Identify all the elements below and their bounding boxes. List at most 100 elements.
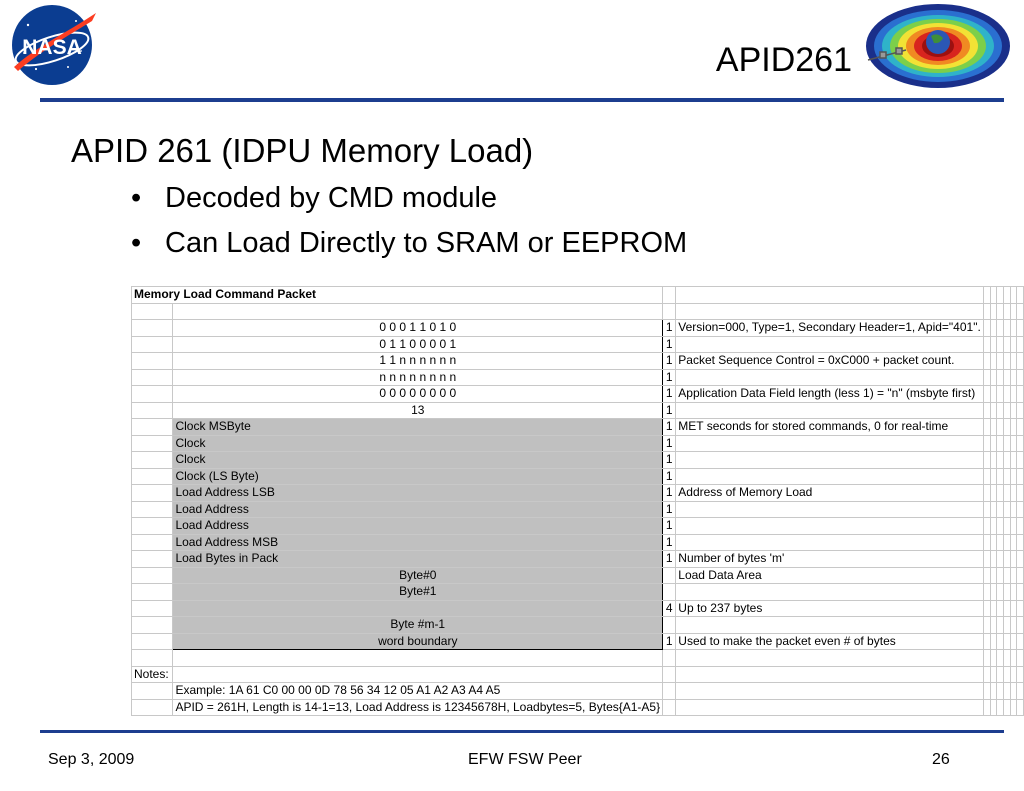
byte-count-cell: 1	[662, 401, 677, 419]
footer-divider	[40, 730, 1004, 733]
byte-count-cell: 1	[662, 434, 677, 452]
description-cell	[675, 401, 984, 419]
description-cell	[675, 335, 984, 353]
field-cell: Load Address	[172, 517, 664, 535]
slide-heading: APID 261 (IDPU Memory Load)	[71, 132, 534, 169]
bullet-text: Can Load Directly to SRAM or EEPROM	[165, 227, 688, 259]
byte-count-cell: 1	[662, 451, 677, 469]
description-cell: Used to make the packet even # of bytes	[675, 632, 984, 650]
field-cell: Clock	[172, 451, 664, 469]
field-cell	[172, 599, 664, 617]
description-cell	[675, 451, 984, 469]
field-cell: Load Address	[172, 500, 664, 518]
byte-count-cell: 1	[662, 467, 677, 485]
field-cell: 1 1 n n n n n n	[172, 352, 664, 370]
page-number: 26	[932, 751, 950, 768]
footer-date: Sep 3, 2009	[48, 751, 135, 768]
description-cell	[675, 368, 984, 386]
byte-count-cell	[662, 616, 677, 634]
field-cell: 13	[172, 401, 664, 419]
description-cell: Application Data Field length (less 1) =…	[675, 385, 984, 403]
notes-row: Notes:	[130, 665, 1024, 683]
table-title-row: Memory Load Command Packet	[130, 286, 1024, 304]
table-row: Clock (LS Byte)1	[130, 467, 1024, 485]
description-cell: Load Data Area	[675, 566, 984, 584]
field-cell: Load Address LSB	[172, 484, 664, 502]
bullet-text: Decoded by CMD module	[165, 182, 498, 214]
byte-count-cell: 1	[662, 368, 677, 386]
note-text: APID = 261H, Length is 14-1=13, Load Add…	[172, 698, 664, 716]
note-row: Example: 1A 61 C0 00 00 0D 78 56 34 12 0…	[130, 682, 1024, 700]
table-spacer-row	[130, 302, 1024, 320]
byte-count-cell: 1	[662, 484, 677, 502]
field-cell: Clock (LS Byte)	[172, 467, 664, 485]
description-cell	[675, 616, 984, 634]
title-divider	[40, 98, 1004, 102]
byte-count-cell: 1	[662, 632, 677, 650]
field-cell: Byte#1	[172, 583, 664, 601]
table-row: Byte #m-1	[130, 616, 1024, 634]
byte-count-cell	[662, 583, 677, 601]
notes-label: Notes:	[130, 665, 174, 683]
byte-count-cell: 1	[662, 319, 677, 337]
field-cell: Load Bytes in Pack	[172, 550, 664, 568]
description-cell: Number of bytes 'm'	[675, 550, 984, 568]
field-cell: Byte #m-1	[172, 616, 664, 634]
byte-count-cell: 1	[662, 500, 677, 518]
nasa-logo: NASA	[6, 3, 98, 92]
description-cell: MET seconds for stored commands, 0 for r…	[675, 418, 984, 436]
bullet-item: • Can Load Directly to SRAM or EEPROM	[131, 226, 687, 260]
byte-count-cell: 1	[662, 533, 677, 551]
radiation-belt-graphic	[862, 2, 1014, 99]
field-cell: 0 0 0 1 1 0 1 0	[172, 319, 664, 337]
description-cell: Up to 237 bytes	[675, 599, 984, 617]
description-cell	[675, 434, 984, 452]
description-cell	[675, 533, 984, 551]
description-cell: Packet Sequence Control = 0xC000 + packe…	[675, 352, 984, 370]
table-row: Byte#0 Load Data Area	[130, 566, 1024, 584]
byte-count-cell: 1	[662, 418, 677, 436]
note-text: Example: 1A 61 C0 00 00 0D 78 56 34 12 0…	[172, 682, 664, 700]
bullet-item: • Decoded by CMD module	[131, 181, 497, 215]
slide-title: APID261	[715, 41, 852, 79]
footer-title: EFW FSW Peer	[468, 751, 582, 768]
byte-count-cell: 1	[662, 550, 677, 568]
field-cell: Clock MSByte	[172, 418, 664, 436]
byte-count-cell: 1	[662, 385, 677, 403]
field-cell: Load Address MSB	[172, 533, 664, 551]
byte-count-cell: 1	[662, 352, 677, 370]
description-cell	[675, 467, 984, 485]
description-cell: Address of Memory Load	[675, 484, 984, 502]
memory-load-packet-table: Memory Load Command Packet 0 0 0 1 1 0 1…	[130, 286, 1024, 716]
field-cell: 0 0 0 0 0 0 0 0	[172, 385, 664, 403]
field-cell: 0 1 1 0 0 0 0 1	[172, 335, 664, 353]
field-cell: word boundary	[172, 632, 664, 650]
byte-count-cell	[662, 566, 677, 584]
byte-count-cell: 1	[662, 335, 677, 353]
byte-count-cell: 4	[662, 599, 677, 617]
bullet-glyph: •	[131, 227, 142, 259]
note-row: APID = 261H, Length is 14-1=13, Load Add…	[130, 698, 1024, 716]
description-cell	[675, 500, 984, 518]
bullet-glyph: •	[131, 182, 142, 214]
nasa-logo-text: NASA	[22, 36, 82, 59]
table-spacer-row	[130, 649, 1024, 667]
field-cell: Clock	[172, 434, 664, 452]
table-row: Byte#1	[130, 583, 1024, 601]
table-title: Memory Load Command Packet	[130, 286, 664, 304]
field-cell: Byte#0	[172, 566, 664, 584]
field-cell: n n n n n n n n	[172, 368, 664, 386]
